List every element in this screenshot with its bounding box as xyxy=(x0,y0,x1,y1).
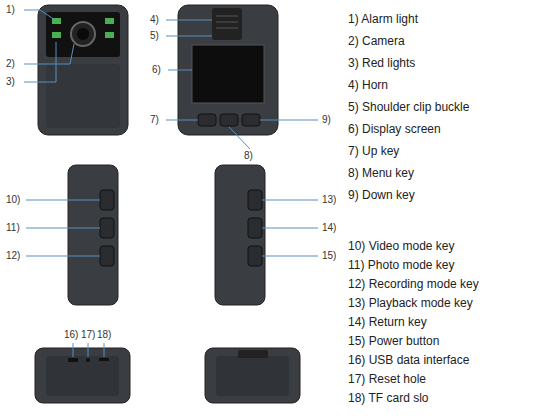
leader-lines xyxy=(24,10,318,357)
display-screen xyxy=(192,45,264,103)
leader-line xyxy=(260,120,318,121)
part-name: 16) USB data interface xyxy=(348,354,469,368)
power-button xyxy=(248,246,262,266)
leader-line xyxy=(166,36,212,37)
callout-number: 10) xyxy=(6,194,20,206)
callout-number: 7) xyxy=(150,114,159,126)
callout-number: 3) xyxy=(6,76,15,88)
part-name: 15) Power button xyxy=(348,335,439,349)
callout-number: 16) xyxy=(64,329,78,341)
back-view xyxy=(178,5,278,135)
callout-number: 2) xyxy=(6,58,15,70)
up-key xyxy=(198,114,216,126)
callout-number: 9) xyxy=(322,114,331,126)
leader-line xyxy=(24,42,56,82)
usb-port xyxy=(68,358,78,362)
part-name: 1) Alarm light xyxy=(348,13,418,27)
playback-key xyxy=(248,190,262,210)
leader-line xyxy=(24,10,55,20)
side-view xyxy=(215,165,265,305)
red-light xyxy=(52,32,61,38)
part-name: 4) Horn xyxy=(348,79,388,93)
camera-lens xyxy=(77,28,89,40)
red-light xyxy=(105,32,114,38)
lens-panel xyxy=(46,12,120,57)
horn-grille xyxy=(216,22,238,23)
down-key xyxy=(242,114,260,126)
housing xyxy=(68,165,118,305)
part-name: 13) Playback mode key xyxy=(348,297,473,311)
part-name: 7) Up key xyxy=(348,145,399,159)
record-key xyxy=(100,246,114,266)
part-name: 11) Photo mode key xyxy=(348,259,455,273)
photo-key xyxy=(100,218,114,238)
part-name: 8) Menu key xyxy=(348,167,414,181)
body-panel xyxy=(46,64,120,128)
reset-hole xyxy=(86,358,90,362)
callout-number: 8) xyxy=(244,150,253,162)
housing xyxy=(38,5,128,135)
callout-number: 12) xyxy=(6,250,20,262)
leader-line xyxy=(166,120,198,121)
leader-line xyxy=(229,127,250,149)
front-view xyxy=(38,5,128,135)
housing xyxy=(215,165,265,305)
callout-number: 1) xyxy=(6,4,15,16)
part-name: 14) Return key xyxy=(348,316,427,330)
menu-key xyxy=(220,114,238,126)
part-name: 6) Display screen xyxy=(348,123,441,137)
leader-line xyxy=(24,44,74,64)
callout-number: 5) xyxy=(150,30,159,42)
callout-number: 14) xyxy=(322,222,336,234)
return-key xyxy=(248,218,262,238)
clip-buckle xyxy=(238,350,268,358)
callout-number: 6) xyxy=(152,64,161,76)
body-panel xyxy=(216,356,289,396)
leader-line xyxy=(26,256,100,257)
leader-line xyxy=(26,200,100,201)
leader-line xyxy=(168,70,192,71)
leader-line xyxy=(262,256,318,257)
video-key xyxy=(100,190,114,210)
part-name: 9) Down key xyxy=(348,189,415,203)
body-panel xyxy=(46,356,119,396)
part-name: 3) Red lights xyxy=(348,57,415,71)
horn-grille xyxy=(216,16,238,17)
callout-number: 17) xyxy=(81,329,95,341)
side-view xyxy=(68,165,118,305)
leader-line xyxy=(104,343,105,357)
part-name: 17) Reset hole xyxy=(348,373,426,387)
leader-line xyxy=(88,343,89,357)
bottom-view xyxy=(35,348,300,403)
alarm-light xyxy=(105,18,114,24)
camera-lens xyxy=(71,22,95,46)
callout-number: 15) xyxy=(322,250,336,262)
part-name: 2) Camera xyxy=(348,35,405,49)
part-name: 18) TF card slo xyxy=(348,392,428,406)
housing xyxy=(35,348,130,403)
clip-buckle xyxy=(212,8,242,40)
housing xyxy=(178,5,278,135)
leader-line xyxy=(166,20,212,21)
leader-line xyxy=(26,228,100,229)
housing xyxy=(205,348,300,403)
callout-number: 11) xyxy=(6,222,20,234)
leader-line xyxy=(262,228,318,229)
callout-number: 4) xyxy=(150,14,159,26)
part-name: 12) Recording mode key xyxy=(348,278,479,292)
leader-line xyxy=(73,343,74,357)
tf-slot xyxy=(99,358,109,361)
callout-number: 18) xyxy=(97,329,111,341)
part-name: 10) Video mode key xyxy=(348,240,455,254)
part-name: 5) Shoulder clip buckle xyxy=(348,101,469,115)
horn-grille xyxy=(216,28,238,29)
leader-line xyxy=(262,200,318,201)
callout-number: 13) xyxy=(322,194,336,206)
